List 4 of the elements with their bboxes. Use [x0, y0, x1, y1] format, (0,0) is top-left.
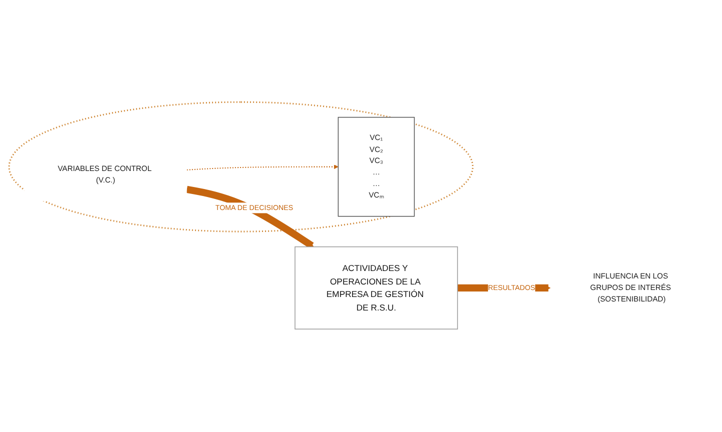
- cluster: [8, 102, 474, 233]
- arrow: [186, 186, 314, 250]
- arrow: [186, 165, 338, 171]
- node-box: ACTIVIDADES Y OPERACIONES DE LA EMPRESA DE GESTIÓN DE R.S.U.: [294, 246, 458, 330]
